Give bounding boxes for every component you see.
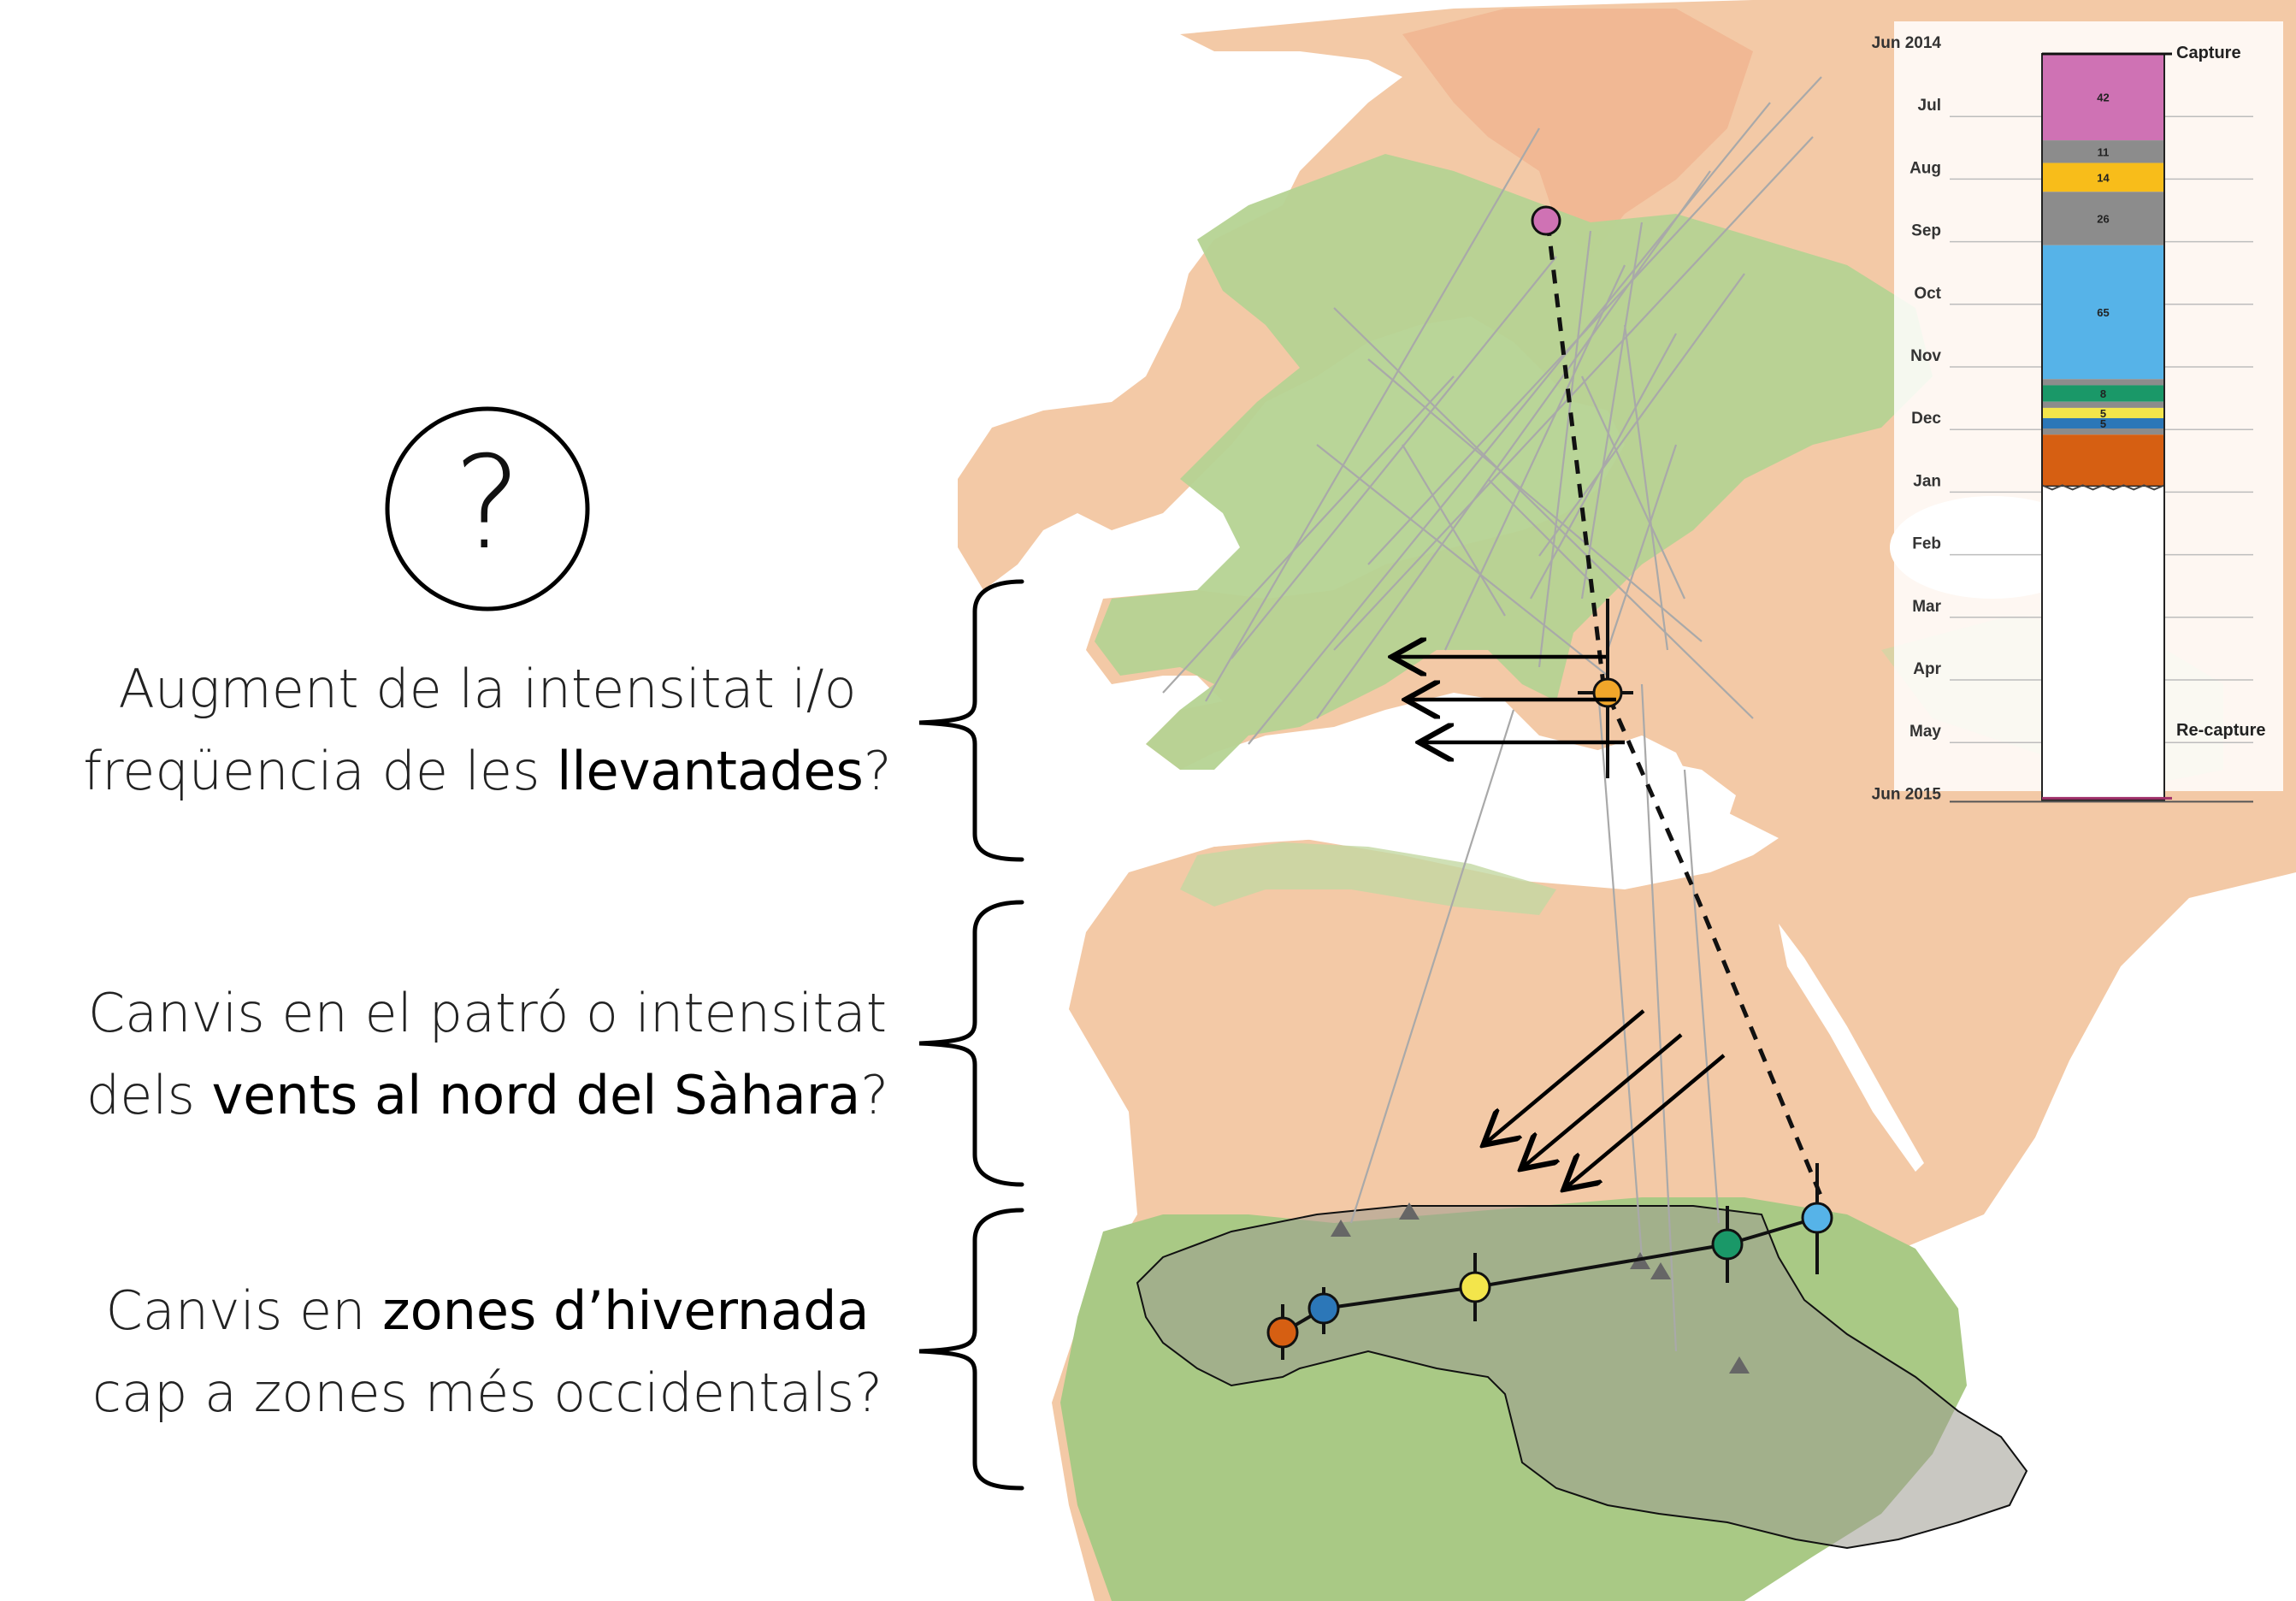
breeding-point [1531,205,1561,236]
scandinavia [1402,9,1753,257]
mediterranean-sea [1180,727,1736,855]
timeline-month-label: Dec [1911,410,1941,428]
circle-question-icon [385,406,590,611]
keyword-llevantades: llevantades [557,740,864,802]
timeline-month-label: Jul [1918,97,1941,115]
timeline-segment [2042,434,2164,487]
wintering-point-orange [1266,1316,1299,1349]
question-easterlies: Augment de la intensitat i/o freqüencia … [26,648,949,812]
timeline-segment-unknown [2041,485,2165,801]
timeline-segment [2042,428,2164,435]
timeline-segment-label: 8 [2100,387,2106,400]
timeline-month-label: Aug [1909,159,1941,177]
wintering-triangles [1331,1202,1750,1374]
timeline-segment-label: 65 [2097,306,2109,319]
wintering-point-green [1711,1228,1744,1261]
timeline-segment [2042,407,2164,418]
keyword-zones-hivernada: zones d’hivernada [382,1279,870,1342]
timeline-segment [2042,417,2164,428]
question-sahara-winds: Canvis en el patró o intensitat dels ven… [26,972,949,1137]
timeline-month-label: Nov [1910,347,1941,365]
easterly-wind-arrows [1396,657,1625,742]
timeline-inset: Jun 2014JulAugSepOctNovDecJanFebMarAprMa… [1872,21,2283,803]
capture-label: Capture [2176,44,2241,62]
timeline-month-label: Oct [1914,285,1941,303]
timeline-month-label: Mar [1912,598,1941,616]
question-mark-badge: ? [385,406,590,611]
timeline-segment [2042,162,2164,192]
timeline-month-label: Jun 2015 [1872,785,1942,803]
timeline-segment-label: 11 [2098,145,2110,158]
maghreb-vegetation [1180,842,1556,915]
sahara-wind-arrows [1486,1009,1726,1187]
timeline-month-label: Sep [1911,222,1941,240]
focal-bird-track [1545,222,1824,1198]
location-points [1266,205,1833,1349]
question-wintering-zones: Canvis en zones d’hivernada cap a zones … [26,1270,949,1434]
timeline-month-label: May [1909,723,1941,741]
recapture-label: Re-capture [2176,721,2265,740]
timeline-segment [2042,379,2164,386]
question-1-line-1: Augment de la intensitat i/o [118,658,857,720]
wintering-zone [1136,1205,2028,1550]
question-2-line-1: Canvis en el patró o intensitat [87,982,888,1044]
timeline-segment [2042,54,2164,141]
wintering-point-blue-light [1801,1202,1833,1234]
timeline-segment-label: 5 [2100,407,2106,420]
brace-3 [918,1208,1024,1491]
wintering-point-yellow [1459,1271,1491,1303]
timeline-month-label: Feb [1912,535,1941,553]
timeline-month-labels: Jun 2014JulAugSepOctNovDecJanFebMarAprMa… [1872,34,1942,803]
curly-braces [918,579,1024,1491]
timeline-segment [2042,192,2164,245]
timeline-month-label: Jun 2014 [1872,34,1942,52]
timeline-bar: 42 11 14 26 65 8 55 [2041,52,2172,801]
timeline-segment [2042,385,2164,402]
brace-1 [918,579,1024,862]
question-3-line-1: Canvis en zones d’hivernada [105,1279,870,1342]
timeline-segment-label: 14 [2097,171,2110,184]
timeline-month-label: Apr [1913,660,1941,678]
europe-vegetation [1095,154,1933,770]
stopover-point [1592,677,1623,708]
timeline-wavy-edge [2041,483,2165,491]
question-2-line-2: dels vents al nord del Sàhara? [86,1064,889,1126]
question-1-line-2: freqüencia de les llevantades? [83,740,892,802]
brace-2 [918,900,1024,1187]
timeline-segment [2042,140,2164,163]
keyword-vents-sahara: vents al nord del Sàhara [211,1064,861,1126]
timeline-segment-label: 26 [2097,213,2109,226]
timeline-segment [2042,401,2164,408]
timeline-month-label: Jan [1913,472,1941,490]
tracks [1162,76,1822,1352]
timeline-segment [2042,245,2164,380]
question-mark: ? [453,429,522,578]
question-3-line-2: cap a zones més occidentals? [91,1362,883,1424]
timeline-segment-label: 42 [2097,92,2109,104]
wintering-point-blue [1307,1292,1340,1325]
red-sea [1779,924,1924,1172]
timeline-segment-label: 5 [2100,417,2106,430]
